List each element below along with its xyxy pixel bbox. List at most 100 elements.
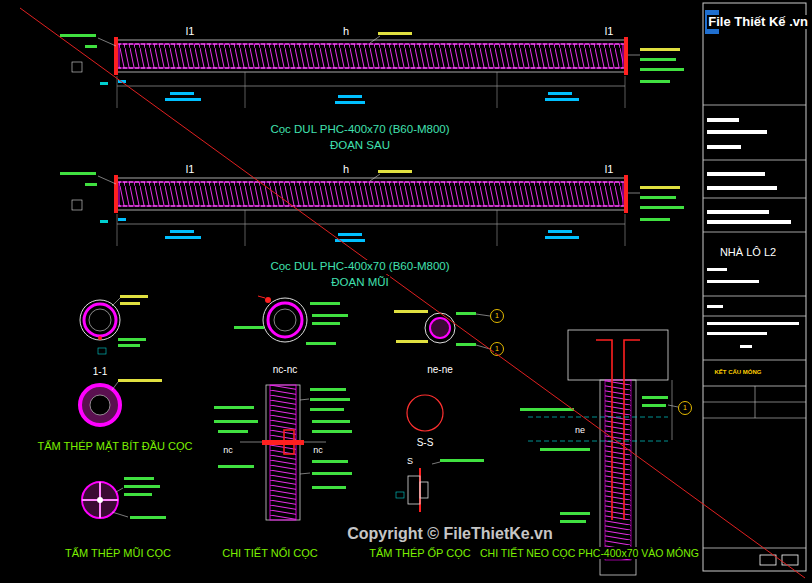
- drawing-line: [240, 442, 262, 443]
- pile-title: Cọc DUL PHC-400x70 (B60-M800): [269, 260, 450, 273]
- drawing-line: [300, 399, 309, 400]
- drawing-rect: [640, 80, 670, 83]
- drawing-rect: [548, 92, 572, 95]
- drawing-circle: [274, 309, 296, 331]
- drawing-line: [98, 38, 116, 46]
- drawing-line: [116, 488, 123, 492]
- drawing-line: [703, 386, 806, 387]
- pile-elevation: [60, 170, 684, 246]
- drawing-line: [755, 386, 756, 418]
- detail-title: TẤM THÉP MŨI CỌC: [64, 547, 172, 560]
- drawing-rect: [560, 512, 590, 515]
- drawing-line: [497, 72, 498, 108]
- dimension-label: l1: [185, 25, 196, 38]
- detail-title: TẤM THÉP MẶT BÍT ĐẦU CỌC: [36, 440, 193, 453]
- drawing-rect: [117, 40, 625, 72]
- section-name: ne-ne: [426, 364, 454, 376]
- drawing-rect: [338, 95, 362, 98]
- drawing-rect: [335, 101, 365, 104]
- drawing-rect: [120, 302, 140, 305]
- section-1-1: [80, 295, 148, 354]
- drawing-rect: [440, 459, 484, 462]
- dimension-label: l1: [185, 163, 196, 176]
- drawing-line: [703, 360, 806, 361]
- drawing-rect: [600, 380, 636, 575]
- watermark: Copyright © FileThietKe.vn: [346, 525, 554, 543]
- drawing-rect: [60, 34, 96, 37]
- drawing-rect: [218, 430, 248, 433]
- drawing-rect: [312, 322, 340, 325]
- section-ne: [394, 310, 504, 356]
- drawing-rect: [124, 485, 160, 488]
- drawing-rect: [310, 398, 350, 401]
- drawing-rect: [310, 388, 346, 391]
- drawing-line: [370, 36, 380, 43]
- drawing-circle: [97, 497, 103, 503]
- drawing-rect: [266, 385, 300, 520]
- drawing-line: [112, 382, 118, 390]
- drawing-rect: [124, 477, 154, 480]
- drawing-line: [528, 441, 668, 442]
- pile-title: ĐOẠN MŨI: [330, 276, 390, 289]
- drawing-rect: [100, 82, 108, 85]
- drawing-rect: [760, 555, 776, 565]
- dimension-label: l1: [604, 163, 615, 176]
- drawing-rect: [456, 312, 476, 315]
- drawing-line: [117, 86, 625, 87]
- drawing-rect: [214, 406, 254, 409]
- drawing-circle: [268, 303, 302, 337]
- drawing-circle: [80, 385, 120, 425]
- drawing-rect: [703, 3, 806, 571]
- detail-title: CHI TIẾT NEO CỌC PHC-400x70 VÀO MÓNG: [479, 547, 700, 559]
- drawing-line: [628, 55, 640, 56]
- section-mark: ne: [574, 425, 586, 435]
- drawing-line: [703, 418, 806, 419]
- drawing-circle: [265, 297, 271, 303]
- drawing-rect: [124, 493, 152, 496]
- drawing-circle: [679, 402, 692, 415]
- drawing-circle: [89, 309, 111, 331]
- drawing-line: [703, 232, 806, 233]
- drawing-rect: [98, 348, 106, 354]
- callout-number: 1: [682, 404, 688, 412]
- drawing-rect: [560, 520, 586, 523]
- callout-number: 1: [494, 345, 500, 353]
- end-plate-figure: [80, 379, 162, 425]
- drawing-line: [258, 296, 265, 298]
- drawing-circle: [84, 304, 116, 336]
- drawing-rect: [740, 345, 752, 348]
- dimension-label: h: [342, 163, 350, 176]
- drawing-circle: [80, 300, 120, 340]
- drawing-rect: [130, 516, 166, 519]
- drawing-rect: [624, 37, 628, 75]
- drawing-rect: [520, 408, 574, 411]
- drawing-rect: [396, 340, 428, 343]
- drawing-rect: [545, 98, 579, 101]
- drawing-rect: [707, 332, 767, 335]
- section-mark: S: [406, 456, 414, 466]
- dimension-label: h: [342, 25, 350, 38]
- section-name: 1-1: [92, 366, 108, 378]
- drawing-rect: [707, 280, 759, 283]
- drawing-rect: [640, 68, 684, 71]
- drawing-rect: [312, 420, 350, 423]
- section-name: S-S: [416, 437, 435, 449]
- drawing-line: [672, 380, 673, 440]
- drawing-rect: [118, 379, 162, 382]
- title-block: [703, 3, 806, 571]
- drawing-rect: [310, 302, 340, 305]
- drawing-rect: [72, 62, 82, 72]
- drawing-rect: [270, 385, 296, 520]
- drawing-rect: [234, 326, 264, 329]
- logo-text: File Thiết Kế .vn: [707, 15, 809, 30]
- drawing-line: [117, 76, 118, 108]
- cancel-line: [20, 8, 805, 578]
- drawing-line: [703, 316, 806, 317]
- drawing-path: [624, 340, 640, 520]
- detail-title: TẤM THÉP ỐP CỌC: [368, 547, 471, 560]
- drawing-rect: [642, 396, 668, 399]
- drawing-line: [668, 405, 678, 407]
- drawing-rect: [707, 305, 723, 308]
- drawing-rect: [312, 314, 348, 317]
- drawing-circle: [491, 343, 504, 356]
